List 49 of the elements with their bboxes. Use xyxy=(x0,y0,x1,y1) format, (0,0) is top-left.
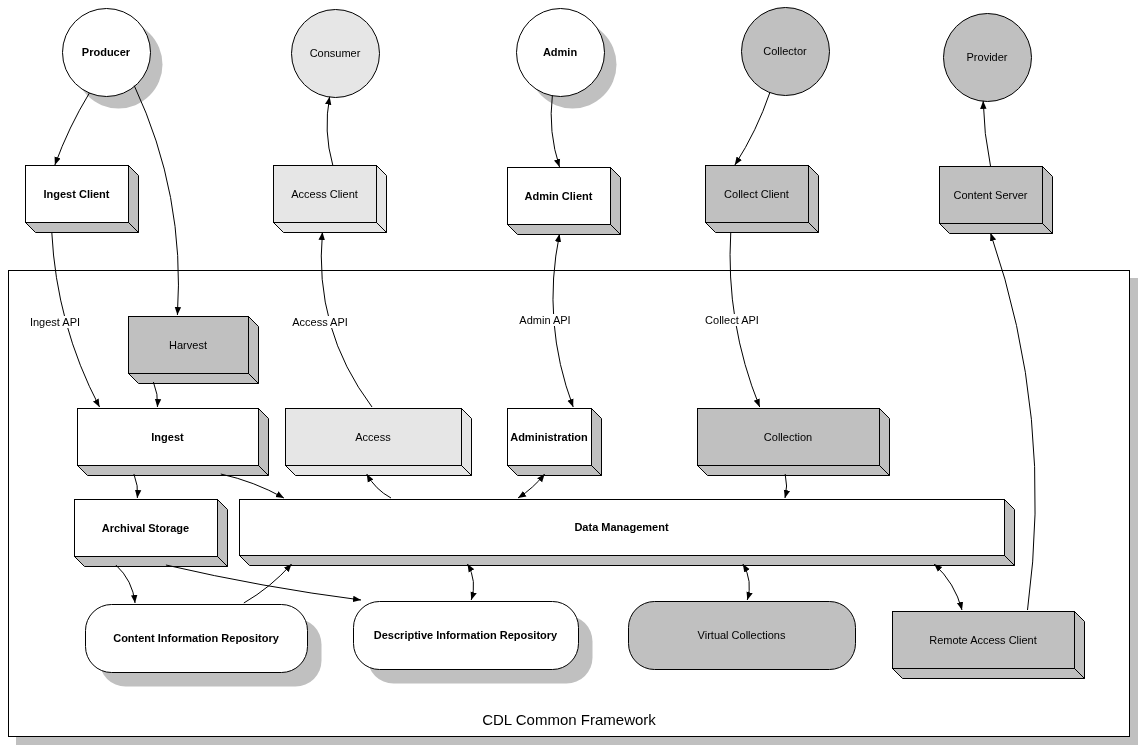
arrow xyxy=(552,233,574,408)
arrow xyxy=(133,85,181,316)
node-label: Collection xyxy=(763,430,813,443)
node-label: Content Server xyxy=(953,188,1028,201)
arrow xyxy=(51,231,101,408)
arrow xyxy=(933,563,963,611)
edge-label: Access API xyxy=(291,316,349,328)
node-label: Collect Client xyxy=(724,187,789,200)
node-label: Ingest Client xyxy=(43,187,110,200)
arrow xyxy=(115,564,138,604)
arrow xyxy=(980,100,991,167)
arrow xyxy=(366,473,392,499)
node-label: Access xyxy=(355,430,391,443)
node-label: Access Client xyxy=(291,187,358,200)
node-label: Admin Client xyxy=(524,189,593,202)
node-label: Harvest xyxy=(169,338,207,351)
arrow xyxy=(550,94,561,168)
node-label: Administration xyxy=(510,430,588,443)
arrow xyxy=(243,563,293,604)
node-label: Collector xyxy=(763,45,807,57)
arrow xyxy=(734,91,771,166)
arrow xyxy=(220,473,285,499)
arrow xyxy=(318,231,373,408)
arrow xyxy=(783,473,790,499)
edge-label: Collect API xyxy=(704,314,760,326)
node-label: Content Information Repository xyxy=(113,632,279,644)
node-label: Ingest xyxy=(151,430,184,443)
arrow xyxy=(152,381,162,408)
node-label: Provider xyxy=(966,51,1008,63)
node-label: Remote Access Client xyxy=(929,633,1037,646)
framework-label: CDL Common Framework xyxy=(481,711,657,728)
edge-label: Ingest API xyxy=(28,316,82,328)
node-label: Virtual Collections xyxy=(697,629,786,641)
arrow xyxy=(517,473,546,499)
node-label: Data Management xyxy=(574,521,669,533)
edge-label: Admin API xyxy=(518,314,572,326)
node-label: Archival Storage xyxy=(101,521,190,534)
arrow xyxy=(989,232,1036,611)
arrow xyxy=(54,92,90,166)
node-label: Admin xyxy=(542,46,578,58)
arrow xyxy=(325,96,334,166)
node-label: Descriptive Information Repository xyxy=(373,629,558,641)
arrow xyxy=(729,231,761,408)
arrow xyxy=(742,563,753,601)
arrow xyxy=(133,473,142,499)
node-label: Producer xyxy=(81,46,131,58)
arrow xyxy=(165,564,362,603)
node-label: Consumer xyxy=(309,47,361,59)
arrow xyxy=(467,563,477,601)
